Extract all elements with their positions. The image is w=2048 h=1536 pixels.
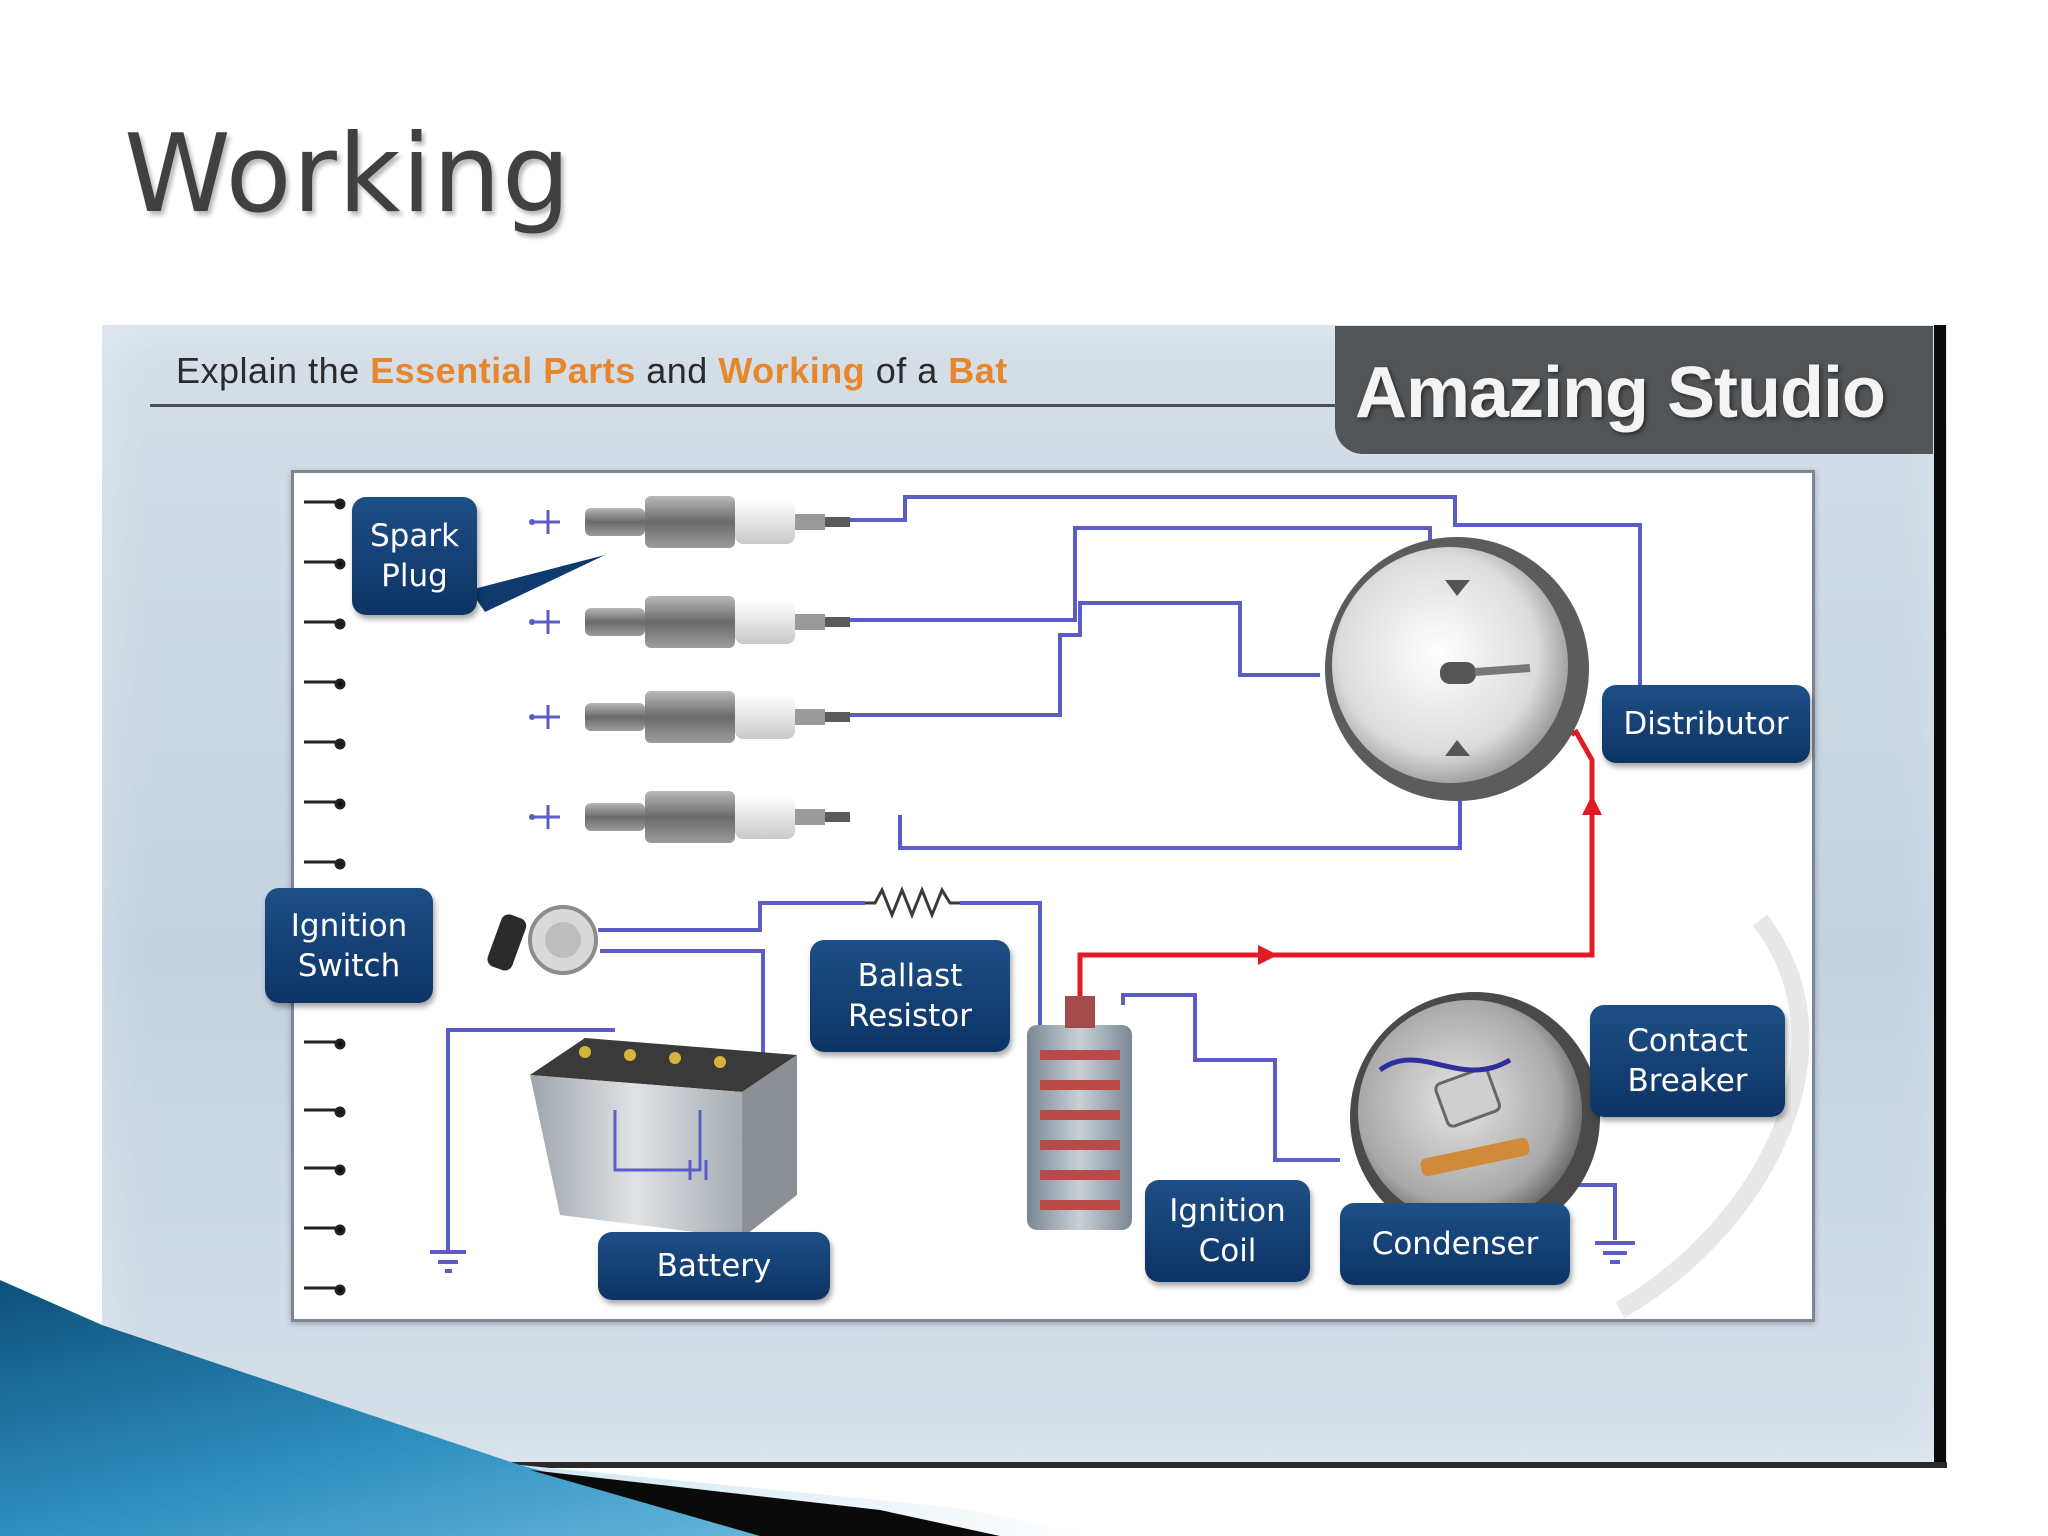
- ignition-coil-icon: [1027, 996, 1132, 1230]
- ballast-resistor-symbol: [865, 890, 960, 915]
- callout-pointer: [470, 555, 605, 612]
- ground-symbol: [430, 1252, 466, 1271]
- ballast-resistor-label: Ballast Resistor: [810, 940, 1010, 1052]
- ignition-switch-icon: [485, 907, 596, 973]
- condenser-label: Condenser: [1340, 1203, 1570, 1285]
- spark-plug-4: [529, 791, 850, 843]
- distributor-icon: [1325, 537, 1589, 801]
- ignition-coil-label: Ignition Coil: [1145, 1180, 1310, 1282]
- current-arrow-icon: [1258, 945, 1278, 965]
- battery-icon: [530, 1038, 797, 1238]
- current-arrow-icon: [1582, 795, 1602, 815]
- ignition-switch-label: Ignition Switch: [265, 888, 433, 1003]
- ground-symbol: [1595, 1243, 1635, 1262]
- distributor-label: Distributor: [1602, 685, 1810, 763]
- slide-corner-swoosh: [0, 1280, 1100, 1536]
- spark-plug-1: [529, 496, 850, 548]
- contact-breaker-label: Contact Breaker: [1590, 1005, 1785, 1117]
- spark-plug-2: [529, 596, 850, 648]
- spark-plug-3: [529, 691, 850, 743]
- spark-plug-label: Spark Plug: [352, 497, 477, 615]
